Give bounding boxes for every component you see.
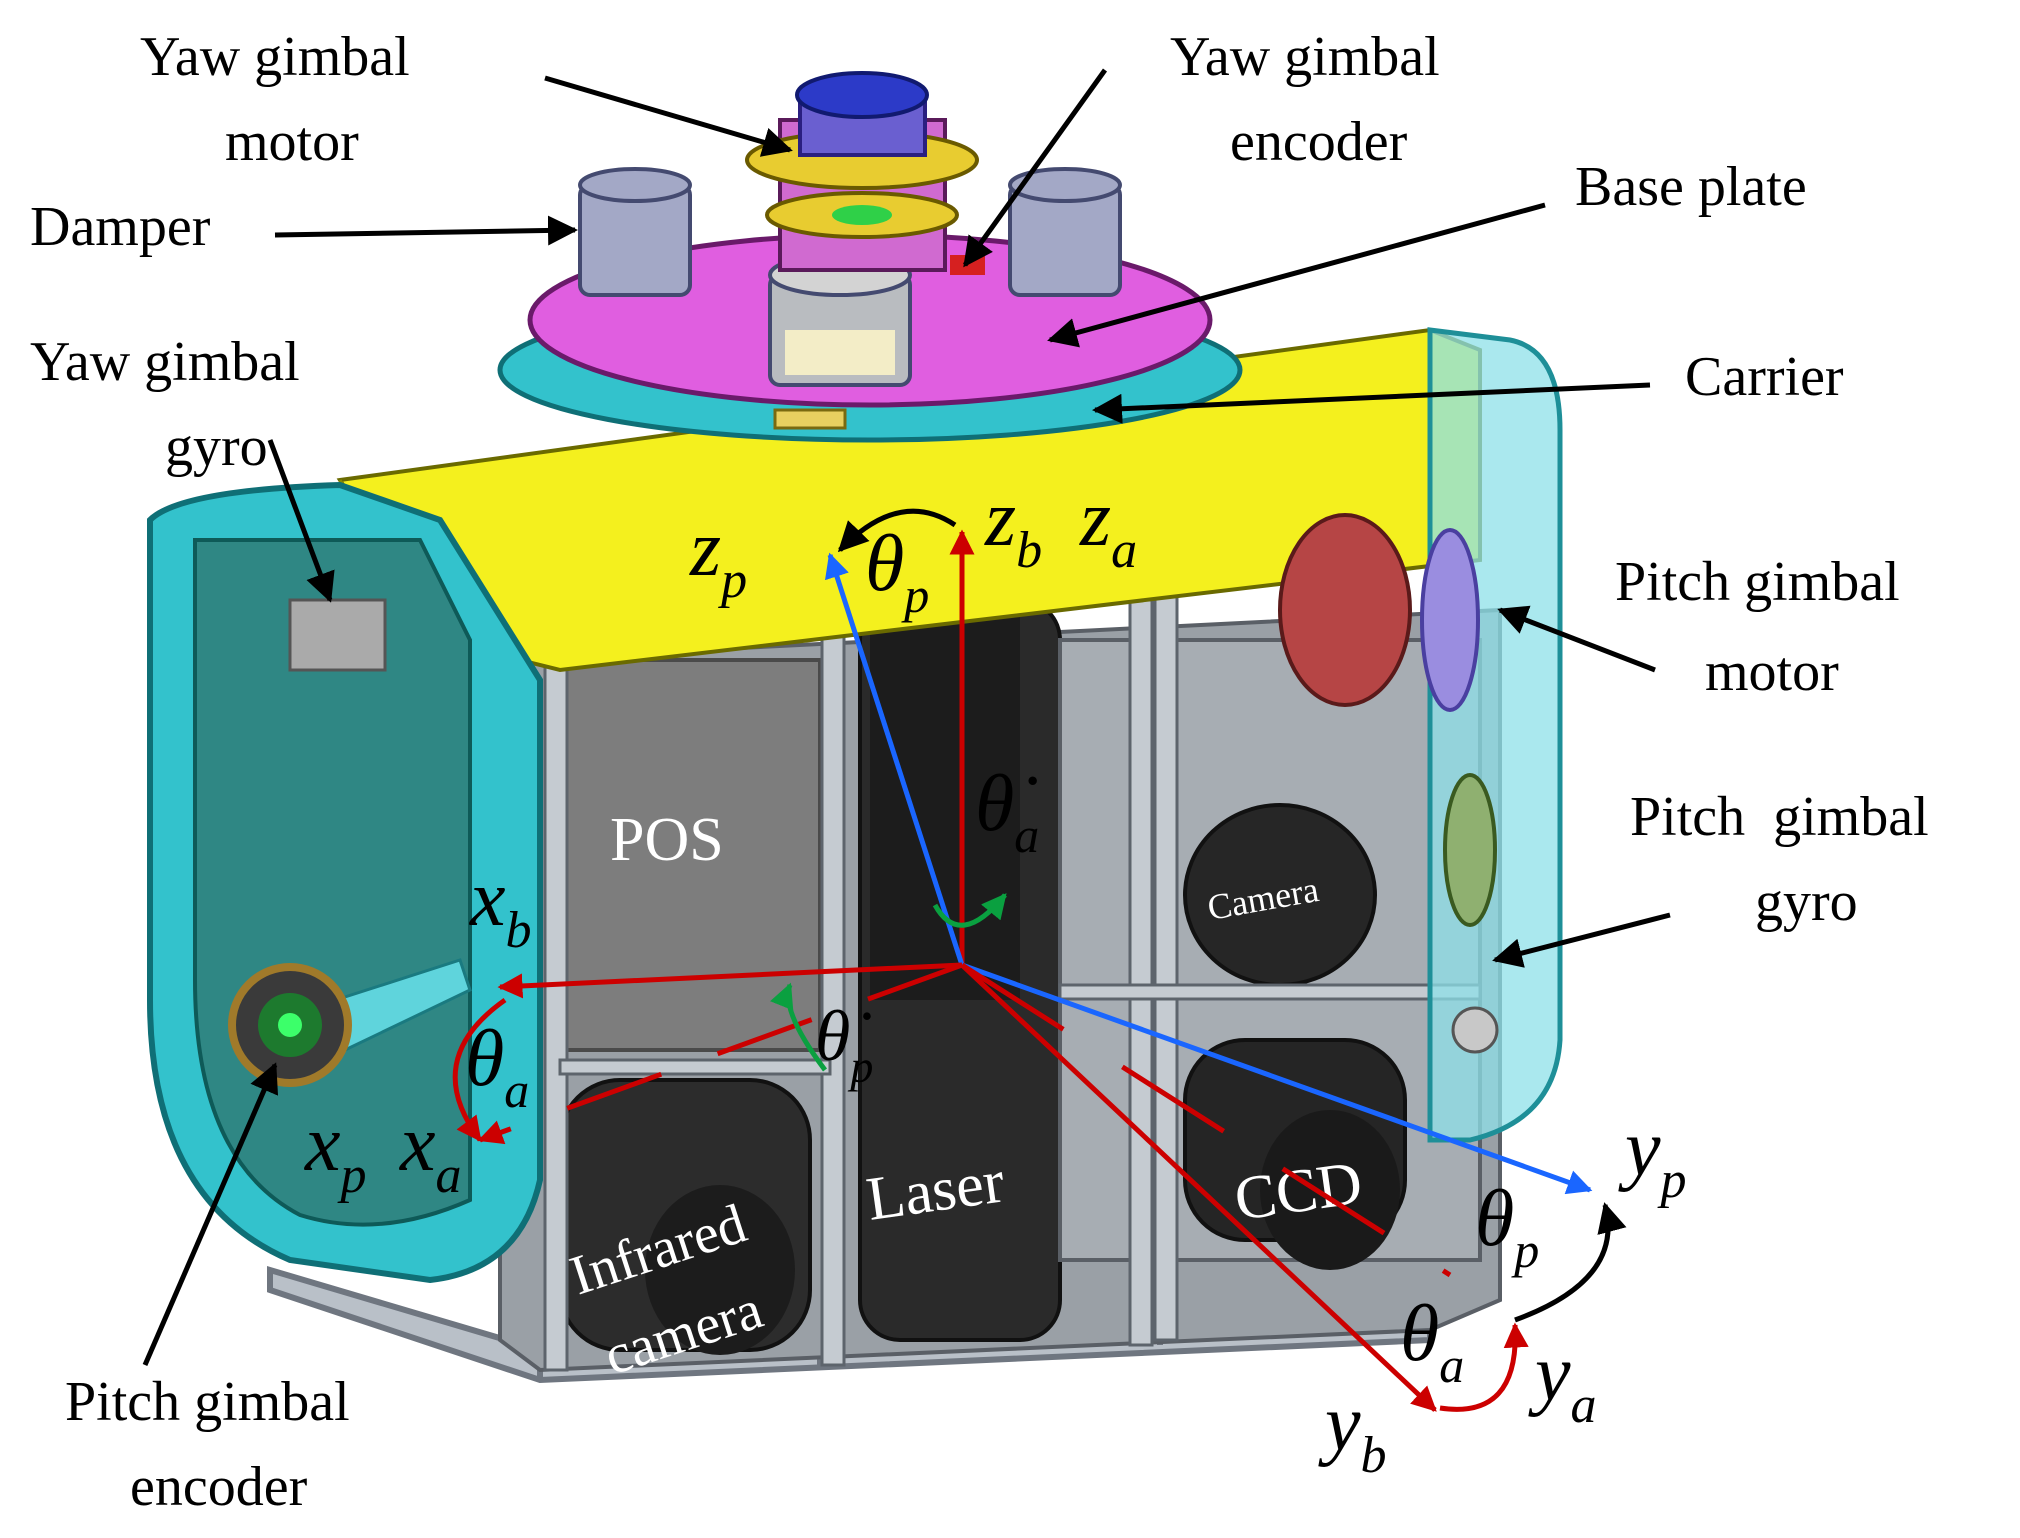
- svg-text:θp: θp: [865, 520, 929, 623]
- y-p-axis: [961, 962, 1593, 1195]
- svg-text:za: za: [1079, 475, 1137, 579]
- z-a-sub: a: [1111, 522, 1137, 579]
- pitch-encoder-arrow: [142, 1062, 279, 1366]
- svg-text:θp: θp: [1475, 1175, 1539, 1278]
- yaw-motor-label-1: Yaw gimbal: [140, 26, 410, 88]
- damper-label: Damper: [30, 196, 211, 258]
- pitch-motor-label-2: motor: [1705, 641, 1839, 703]
- yaw-gyro-label-1: Yaw gimbal: [30, 331, 300, 393]
- x-b-sub: b: [506, 902, 532, 959]
- y-b-sub: b: [1361, 1427, 1387, 1484]
- y-b-main: y: [1318, 1380, 1361, 1468]
- pitch-encoder-label-1: Pitch gimbal: [65, 1371, 350, 1433]
- y-a-sub: a: [1571, 1377, 1597, 1434]
- x-a-sub: a: [436, 1147, 462, 1204]
- theta-a-bottom-arc: [1439, 1322, 1529, 1412]
- z-b-sub: b: [1016, 522, 1042, 579]
- carrier-label: Carrier: [1685, 346, 1844, 408]
- x-b-axis: [497, 962, 963, 999]
- angle-labels: θp θ̇a θa θ̇p θp θa: [465, 520, 1539, 1393]
- svg-text:xa: xa: [399, 1100, 462, 1204]
- svg-text:θa: θa: [465, 1015, 529, 1118]
- z-b-main: z: [984, 475, 1016, 563]
- y-p-sub: p: [1657, 1152, 1687, 1209]
- svg-text:xp: xp: [304, 1100, 367, 1204]
- pitch-gyro-label-1: Pitch gimbal: [1630, 786, 1929, 848]
- callout-labels: Yaw gimbal motor Yaw gimbal encoder Damp…: [30, 26, 1929, 1518]
- x-a-main: x: [399, 1100, 436, 1188]
- svg-text:yb: yb: [1318, 1380, 1387, 1484]
- theta-p-top-main: θ: [865, 520, 904, 608]
- pitch-motor-gear: [1278, 513, 1499, 1054]
- theta-p-right-main: θ: [1475, 1175, 1514, 1263]
- svg-text:zp: zp: [689, 505, 747, 609]
- x-p-main: x: [304, 1100, 341, 1188]
- rotation-arcs: [452, 508, 1627, 1412]
- pitch-gyro-label-2: gyro: [1755, 871, 1858, 933]
- theta-p-dot-sub: p: [847, 1041, 873, 1092]
- x-a-axis: [477, 962, 963, 1145]
- yaw-motor-arrow: [544, 75, 793, 157]
- theta-p-top-arc: [837, 508, 957, 553]
- pitch-motor-arrow: [1497, 605, 1656, 673]
- z-p-axis: [824, 552, 965, 966]
- theta-p-right-sub: p: [1511, 1222, 1539, 1278]
- svg-text:θa: θa: [1400, 1290, 1464, 1393]
- carrier-arrow: [1092, 382, 1651, 424]
- z-p-sub: p: [717, 552, 747, 609]
- damper-cylinders: [578, 167, 1122, 387]
- theta-a-bottom-main: θ: [1400, 1290, 1439, 1378]
- base-plate-label: Base plate: [1575, 156, 1807, 218]
- z-a-main: z: [1079, 475, 1111, 563]
- z-p-main: z: [689, 505, 721, 593]
- y-a-axis: [960, 962, 1452, 1278]
- svg-text:xb: xb: [469, 855, 532, 959]
- yaw-encoder-label-1: Yaw gimbal: [1170, 26, 1440, 88]
- theta-p-right-arc: [1514, 1202, 1627, 1323]
- callout-arrows: [142, 68, 1671, 1366]
- pos-label: POS: [610, 806, 724, 874]
- pitch-gyro-arrow: [1492, 912, 1671, 968]
- theta-a-left-arc: [452, 997, 507, 1143]
- yaw-motor-label-2: motor: [225, 111, 359, 173]
- axes: [477, 529, 1593, 1412]
- theta-p-dot-arc: [770, 982, 828, 1072]
- theta-a-left-sub: a: [504, 1062, 529, 1118]
- yaw-encoder-arrow: [962, 68, 1108, 268]
- y-b-axis: [960, 963, 1437, 1412]
- theta-a-dot-arc: [932, 893, 1007, 928]
- theta-a-dot-sub: a: [1014, 807, 1039, 863]
- theta-a-left-main: θ: [465, 1015, 504, 1103]
- base-plate-arrow: [1047, 202, 1546, 348]
- axis-labels: zp zb za xb xp xa yp ya yb: [304, 475, 1687, 1484]
- y-p-main: y: [1618, 1105, 1661, 1193]
- yaw-encoder-label-2: encoder: [1230, 111, 1408, 173]
- yaw-gyro-label-2: gyro: [165, 416, 268, 478]
- x-b-main: x: [469, 855, 506, 943]
- theta-p-top-sub: p: [901, 567, 929, 623]
- yaw-gyro-box: [288, 598, 387, 672]
- damper-arrow: [274, 215, 578, 246]
- theta-a-bottom-sub: a: [1439, 1337, 1464, 1393]
- pitch-motor-label-1: Pitch gimbal: [1615, 551, 1900, 613]
- x-p-sub: p: [337, 1147, 367, 1204]
- svg-text:yp: yp: [1618, 1105, 1687, 1209]
- right-end-cap: [1427, 327, 1563, 1143]
- yaw-gyro-arrow: [267, 439, 335, 603]
- pitch-encoder-disk: [228, 958, 472, 1087]
- y-a-main: y: [1528, 1330, 1571, 1418]
- pitch-encoder-label-2: encoder: [130, 1456, 308, 1518]
- svg-text:zb: zb: [984, 475, 1042, 579]
- svg-text:ya: ya: [1528, 1330, 1597, 1434]
